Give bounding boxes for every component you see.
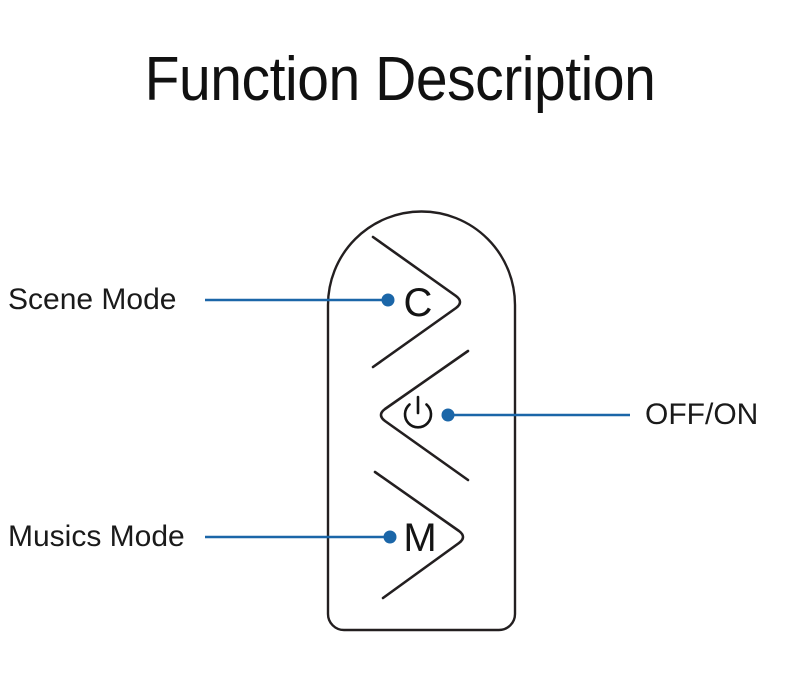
leader-off-on	[441, 408, 630, 422]
leader-scene-mode	[205, 293, 395, 307]
callout-label-musics-mode: Musics Mode	[8, 520, 185, 553]
callout-label-off-on: OFF/ON	[645, 398, 759, 431]
leader-dot-musics-mode	[383, 530, 397, 544]
chevron-scene-right	[371, 235, 462, 369]
chevron-power-left	[379, 349, 470, 482]
callout-label-scene-mode: Scene Mode	[8, 283, 177, 316]
power-icon[interactable]	[403, 395, 433, 429]
leader-musics-mode	[205, 530, 397, 544]
device-outline	[326, 210, 517, 632]
page-title: Function Description	[144, 45, 656, 114]
leader-dot-scene-mode	[381, 293, 395, 307]
key-glyph-scene[interactable]: C	[404, 281, 433, 325]
chevron-music-right	[373, 470, 465, 600]
leader-dot-off-on	[441, 408, 455, 422]
key-glyph-music[interactable]: M	[403, 516, 436, 560]
